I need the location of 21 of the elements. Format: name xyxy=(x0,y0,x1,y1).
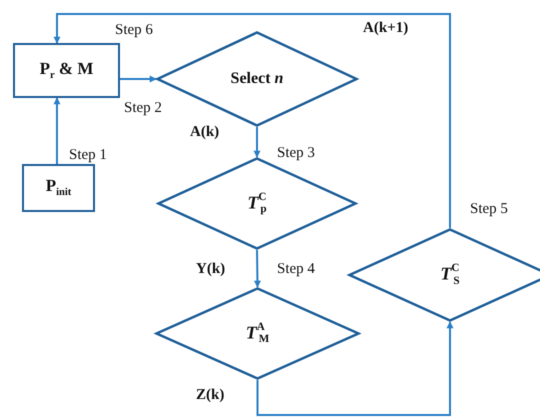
arrow xyxy=(120,76,157,82)
edge-label: Step 2 xyxy=(124,101,162,116)
node-label: P$_{init}$ xyxy=(46,177,72,199)
edge-label: Step 4 xyxy=(277,262,315,277)
edge-label: Step 3 xyxy=(277,146,315,161)
arrow xyxy=(53,13,451,228)
signal-label: A(k) xyxy=(190,125,220,140)
process-box xyxy=(13,43,120,98)
edge-label: Step 1 xyxy=(69,148,107,163)
edge-label: Step 5 xyxy=(470,202,508,217)
signal-label: Step 6 xyxy=(115,23,153,38)
signal-label: A(k+1) xyxy=(363,21,408,36)
arrow xyxy=(254,250,261,288)
node-label: Select n xyxy=(230,71,284,87)
edge-label: Z(k) xyxy=(196,388,224,403)
arrow xyxy=(256,321,454,416)
arrow xyxy=(254,127,260,158)
signal-label: Y(k) xyxy=(196,262,226,277)
node-label: P$_{r}$ & M xyxy=(40,60,94,82)
process-box xyxy=(22,164,95,212)
arrow xyxy=(53,97,60,164)
